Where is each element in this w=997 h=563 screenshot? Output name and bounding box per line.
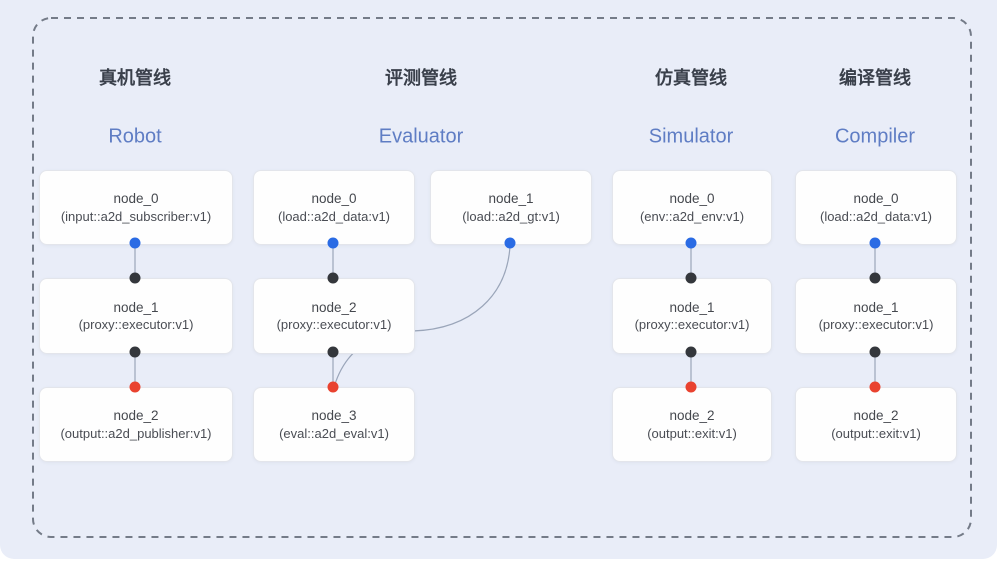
node-subtitle: (output::a2d_publisher:v1)	[60, 425, 212, 441]
node-box-robot-node0[interactable]: node_0 (input::a2d_subscriber:v1)	[39, 170, 233, 245]
node-subtitle: (eval::a2d_eval:v1)	[279, 425, 389, 441]
input-port-dot[interactable]	[129, 381, 141, 393]
node-box-compiler-node1[interactable]: node_1 (proxy::executor:v1)	[795, 278, 957, 354]
node-subtitle: (proxy::executor:v1)	[78, 317, 194, 333]
node-box-evaluator-node2[interactable]: node_2 (proxy::executor:v1)	[253, 278, 415, 354]
output-port-dot[interactable]	[504, 237, 516, 249]
node-box-compiler-node0[interactable]: node_0 (load::a2d_data:v1)	[795, 170, 957, 245]
node-subtitle: (proxy::executor:v1)	[276, 317, 392, 333]
node-title: node_2	[853, 408, 899, 424]
node-title: node_1	[113, 299, 159, 315]
node-subtitle: (load::a2d_data:v1)	[819, 208, 933, 224]
output-port-dot[interactable]	[685, 237, 697, 249]
node-box-simulator-node1[interactable]: node_1 (proxy::executor:v1)	[612, 278, 772, 354]
node-title: node_3	[311, 408, 357, 424]
pipeline-title-en-robot: Robot	[108, 125, 162, 148]
node-title: node_1	[488, 191, 534, 207]
input-port-dot[interactable]	[685, 381, 697, 393]
node-subtitle: (proxy::executor:v1)	[818, 317, 934, 333]
output-port-dot[interactable]	[869, 346, 881, 358]
node-title: node_2	[669, 408, 715, 424]
node-title: node_0	[853, 191, 899, 207]
input-port-dot[interactable]	[327, 272, 339, 284]
output-port-dot[interactable]	[327, 237, 339, 249]
input-port-dot[interactable]	[869, 272, 881, 284]
pipeline-title-zh-simulator: 仿真管线	[655, 68, 727, 88]
pipeline-title-zh-evaluator: 评测管线	[385, 68, 457, 88]
output-port-dot[interactable]	[327, 346, 339, 358]
input-port-dot[interactable]	[327, 381, 339, 393]
output-port-dot[interactable]	[129, 346, 141, 358]
input-port-dot[interactable]	[869, 381, 881, 393]
node-subtitle: (load::a2d_data:v1)	[277, 208, 391, 224]
node-box-robot-node2[interactable]: node_2 (output::a2d_publisher:v1)	[39, 387, 233, 462]
node-title: node_0	[113, 191, 159, 207]
node-subtitle: (env::a2d_env:v1)	[639, 208, 745, 224]
pipeline-title-en-compiler: Compiler	[834, 125, 916, 148]
pipeline-title-zh-robot: 真机管线	[99, 68, 171, 88]
pipeline-title-en-evaluator: Evaluator	[378, 125, 464, 148]
node-subtitle: (output::exit:v1)	[831, 425, 921, 441]
pipeline-title-en-simulator: Simulator	[648, 125, 734, 148]
node-subtitle: (input::a2d_subscriber:v1)	[60, 208, 212, 224]
node-title: node_1	[853, 299, 899, 315]
node-title: node_1	[669, 299, 715, 315]
node-title: node_0	[311, 191, 357, 207]
input-port-dot[interactable]	[685, 272, 697, 284]
node-title: node_0	[669, 191, 715, 207]
input-port-dot[interactable]	[129, 272, 141, 284]
node-box-evaluator-node0[interactable]: node_0 (load::a2d_data:v1)	[253, 170, 415, 245]
node-subtitle: (proxy::executor:v1)	[634, 317, 750, 333]
output-port-dot[interactable]	[685, 346, 697, 358]
dashed-border	[32, 17, 972, 538]
pipeline-title-zh-compiler: 编译管线	[839, 68, 911, 88]
output-port-dot[interactable]	[869, 237, 881, 249]
node-box-simulator-node0[interactable]: node_0 (env::a2d_env:v1)	[612, 170, 772, 245]
node-title: node_2	[113, 408, 159, 424]
node-subtitle: (load::a2d_gt:v1)	[462, 208, 560, 224]
node-subtitle: (output::exit:v1)	[647, 425, 737, 441]
node-box-evaluator-node3[interactable]: node_3 (eval::a2d_eval:v1)	[253, 387, 415, 462]
node-box-simulator-node2[interactable]: node_2 (output::exit:v1)	[612, 387, 772, 462]
node-box-robot-node1[interactable]: node_1 (proxy::executor:v1)	[39, 278, 233, 354]
output-port-dot[interactable]	[129, 237, 141, 249]
node-title: node_2	[311, 299, 357, 315]
node-box-compiler-node2[interactable]: node_2 (output::exit:v1)	[795, 387, 957, 462]
